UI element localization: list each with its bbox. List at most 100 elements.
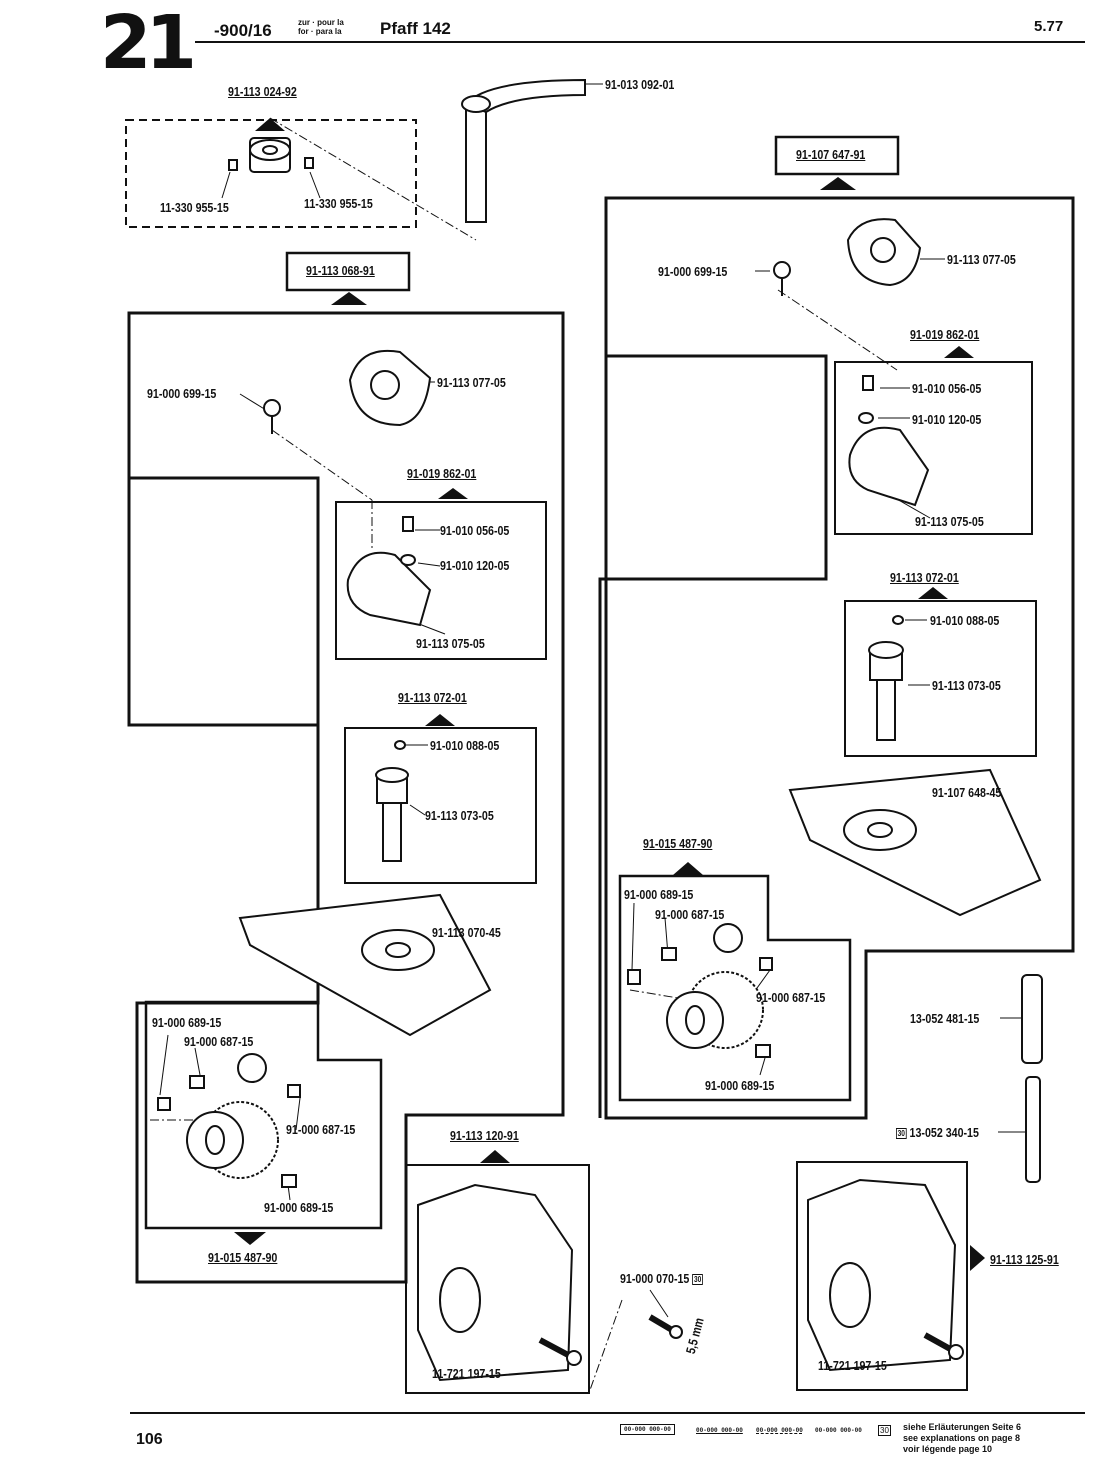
right-sub-box-gear	[618, 874, 852, 1102]
part-number: 91-113 073-05	[932, 678, 1001, 693]
footnote-fr: voir légende page 10	[903, 1444, 993, 1454]
part-number: 11-330 955-15	[304, 196, 373, 211]
legend-note-badge-wrap: 30	[878, 1422, 891, 1440]
part-number: 91-000 689-15	[624, 887, 694, 902]
model-code: -900/16	[214, 21, 272, 40]
part-number-with-badge: 91-000 070-15 30	[620, 1271, 703, 1286]
assembly-number: 91-015 487-90	[208, 1250, 278, 1265]
part-number: 11-721 197-15	[818, 1358, 887, 1373]
part-number: 91-113 073-05	[425, 808, 494, 823]
pointer-triangle	[234, 1232, 266, 1245]
bushing-icon	[868, 615, 904, 741]
part-number-with-badge: 30 13-052 340-15	[896, 1125, 979, 1140]
screw-icon	[773, 261, 791, 296]
assembly-number: 91-113 125-91	[990, 1252, 1059, 1267]
hook-base-icon	[238, 893, 492, 1037]
assembly-number: 91-019 862-01	[910, 327, 980, 342]
note-badge: 30	[896, 1128, 907, 1140]
bottom-box-housing-left	[405, 1164, 590, 1394]
right-sub-box-bushing	[844, 600, 1037, 757]
pointer-triangle	[438, 488, 468, 499]
legend-underlined-number: 00-000 000-00	[696, 1427, 743, 1434]
pointer-triangle	[255, 118, 285, 131]
part-number: 91-000 689-15	[264, 1200, 334, 1215]
part-number: 91-000 687-15	[184, 1034, 254, 1049]
legend-dashed-number: 00-000 000-00	[756, 1427, 803, 1434]
left-assembly-outline	[127, 311, 565, 1284]
part-number: 91-107 648-45	[932, 785, 1002, 800]
left-assembly-step	[127, 313, 320, 725]
collar-icon	[228, 137, 314, 173]
assembly-number: 91-113 072-01	[890, 570, 959, 585]
pin-icon	[1025, 1076, 1041, 1183]
pointer-triangle	[918, 587, 948, 599]
bushing-icon	[375, 740, 409, 862]
screw-icon	[923, 1332, 964, 1360]
hook-guard-plate-icon	[348, 349, 432, 427]
part-number: 91-000 070-15	[620, 1271, 690, 1286]
part-number: 91-010 088-05	[930, 613, 1000, 628]
bracket-icon	[848, 375, 930, 507]
for-label-en-es: for · para la	[298, 27, 342, 36]
page-number: 106	[136, 1431, 163, 1448]
note-badge: 30	[878, 1425, 891, 1437]
part-number: 91-000 689-15	[705, 1078, 775, 1093]
part-number: 91-013 092-01	[605, 77, 675, 92]
left-sub-box-gear	[144, 1000, 383, 1230]
part-number: 91-000 689-15	[152, 1015, 222, 1030]
part-number: 91-010 120-05	[440, 558, 510, 573]
pointer-triangle	[331, 292, 367, 305]
part-number: 91-010 056-05	[440, 523, 510, 538]
frame-asm-647-91	[774, 135, 900, 176]
assembly-number: 91-015 487-90	[643, 836, 713, 851]
part-number: 91-010 088-05	[430, 738, 500, 753]
chapter-number: 21	[100, 0, 197, 86]
housing-icon	[417, 1183, 574, 1382]
assembly-number-boxed: 91-113 068-91	[306, 263, 375, 278]
right-assembly-outline	[604, 196, 1075, 1120]
part-number: 91-000 699-15	[147, 386, 217, 401]
assembly-number: 91-113 024-92	[228, 84, 297, 99]
footnote-en: see explanations on page 8	[903, 1433, 1021, 1443]
crank-lever-icon	[461, 78, 586, 223]
pointer-triangle	[480, 1150, 510, 1163]
pin-icon	[1021, 974, 1043, 1064]
part-number: 91-113 070-45	[432, 925, 501, 940]
assembly-number-boxed: 91-107 647-91	[796, 147, 866, 162]
legend-boxed-number: 00-000 000-00	[620, 1424, 675, 1435]
for-label-de-fr: zur · pour la	[298, 18, 344, 27]
bracket-icon	[346, 516, 432, 627]
part-number: 91-113 077-05	[437, 375, 506, 390]
assembly-number: 91-113 072-01	[398, 690, 467, 705]
part-number: 11-721 197-15	[432, 1366, 501, 1381]
pointer-triangle	[944, 346, 974, 358]
left-sub-box-hook-guard	[335, 501, 547, 660]
part-number: 91-113 077-05	[947, 252, 1016, 267]
part-number: 91-010 056-05	[912, 381, 982, 396]
pointer-triangle	[970, 1245, 985, 1271]
part-number: 91-010 120-05	[912, 412, 982, 427]
pointer-triangle	[820, 177, 856, 190]
hook-guard-plate-icon	[846, 218, 922, 287]
pointer-triangle	[425, 714, 455, 726]
right-assembly-step	[598, 198, 828, 1118]
right-sub-box-hook-guard	[834, 361, 1033, 535]
revision-date: 5.77	[1034, 18, 1064, 35]
sprocket-gear-icon	[627, 923, 773, 1058]
part-number: 91-113 075-05	[416, 636, 485, 651]
pointer-triangle	[673, 862, 703, 875]
part-number: 91-000 699-15	[658, 264, 728, 279]
sprocket-gear-icon	[157, 1053, 301, 1188]
part-number: 91-113 075-05	[915, 514, 984, 529]
note-badge: 30	[692, 1274, 703, 1286]
part-number: 91-000 687-15	[756, 990, 826, 1005]
hook-base-icon	[788, 768, 1042, 917]
bottom-box-housing-right	[796, 1161, 968, 1391]
part-number: 11-330 955-15	[160, 200, 229, 215]
footnote-de: siehe Erläuterungen Seite 6	[903, 1422, 1022, 1432]
left-sub-box-bushing	[344, 727, 537, 884]
part-number: 13-052 481-15	[910, 1011, 980, 1026]
assembly-number: 91-019 862-01	[407, 466, 477, 481]
